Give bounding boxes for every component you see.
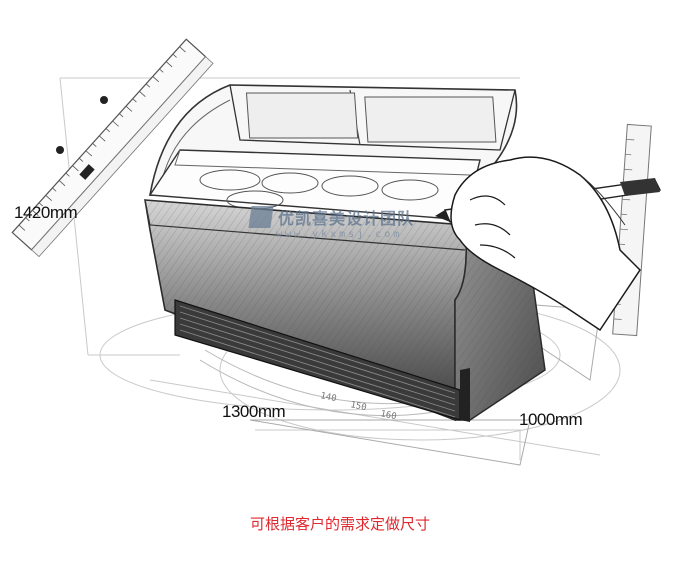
dimension-depth-label: 1000mm (519, 410, 583, 429)
watermark-url: www.ykxmsj.com (276, 229, 403, 240)
protractor-numbers: 140 150 160 (319, 391, 397, 422)
svg-text:150: 150 (349, 400, 367, 413)
dimension-height-label: 1420mm (14, 203, 78, 222)
ruler-right (612, 123, 652, 337)
svg-text:140: 140 (319, 391, 337, 404)
watermark: 优凯喜美设计团队 (248, 205, 415, 229)
cabinet (144, 84, 546, 422)
svg-text:160: 160 (379, 409, 397, 422)
caption-text: 可根据客户的需求定做尺寸 (249, 515, 430, 533)
tray-surface (148, 149, 481, 221)
watermark-title: 优凯喜美设计团队 (278, 209, 415, 228)
hand (450, 156, 641, 332)
hand-with-pencil (435, 156, 662, 332)
watermark-logo-icon (248, 206, 274, 228)
dimension-width-label: 1300mm (222, 402, 286, 421)
base-louvres (174, 299, 470, 422)
ruler-left (11, 38, 214, 258)
caliper-knobs (56, 96, 108, 180)
